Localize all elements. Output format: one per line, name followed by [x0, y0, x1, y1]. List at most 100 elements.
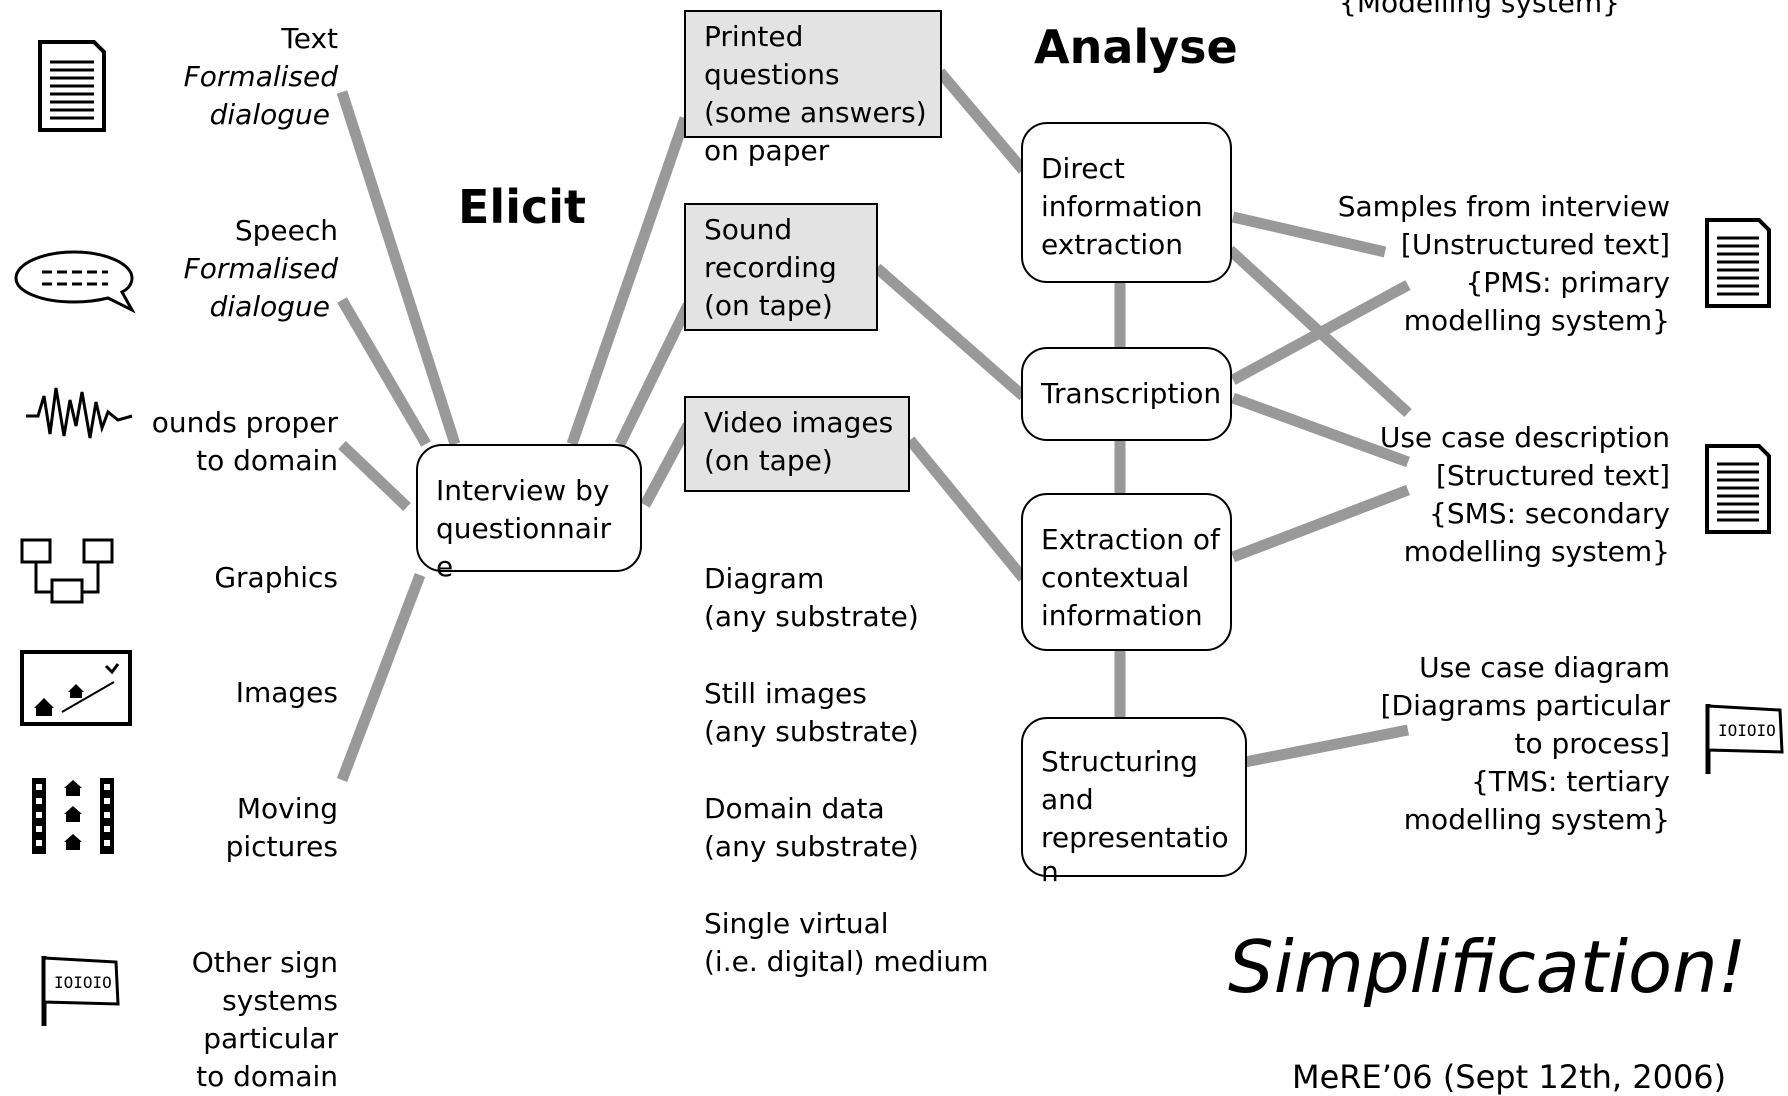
media-virtual-line-2: (i.e. digital) medium — [704, 945, 989, 978]
interview-node: Interview by questionnair e — [416, 444, 642, 583]
source-other-line-2: systems — [222, 984, 338, 1017]
process-contextual-line-1: Extraction of — [1041, 523, 1220, 556]
output-samples-line-2: [Unstructured text] — [1400, 228, 1670, 261]
media-domain-line-1: Domain data — [704, 792, 885, 825]
connector-transcription-usecase — [1231, 392, 1410, 468]
output-usecase-diag-line-2: [Diagrams particular — [1380, 689, 1670, 722]
process-contextual-line-3: information — [1041, 599, 1203, 632]
document-icon — [1705, 218, 1771, 308]
output-usecase-description: Use case description [Structured text] {… — [1380, 419, 1670, 571]
source-text: Text Formalised dialogue — [184, 20, 338, 134]
process-direct-line-3: extraction — [1041, 228, 1183, 261]
interview-line-2: questionnair — [436, 512, 612, 545]
process-structuring-line-4: n — [1041, 855, 1059, 888]
output-usecase-diag-line-1: Use case diagram — [1419, 651, 1670, 684]
slogan-simplification: Simplification! — [1228, 925, 1747, 1009]
output-modelling-system-cut: {Modelling system} — [1339, 0, 1620, 19]
output-samples-line-3: {PMS: primary — [1465, 266, 1670, 299]
media-video-images: Video images (on tape) — [684, 396, 910, 492]
media-printed-line-2: (some answers) — [704, 96, 927, 129]
media-sound-line-3: (on tape) — [704, 289, 833, 322]
media-virtual-line-1: Single virtual — [704, 907, 889, 940]
connector-contextual-usecase — [1231, 484, 1410, 563]
media-sound-line-1: Sound — [704, 213, 793, 246]
source-sounds: ounds proper to domain — [152, 404, 338, 480]
connector-interview-printed — [566, 116, 691, 446]
process-direct-line-1: Direct — [1041, 152, 1125, 185]
output-usecase-diag-line-4: {TMS: tertiary — [1471, 765, 1670, 798]
process-direct-extraction: Direct information extraction — [1021, 122, 1232, 283]
media-diagram-line-1: Diagram — [704, 562, 825, 595]
graphics-diagram-icon — [20, 538, 114, 604]
process-structuring: Structuring and representatio n — [1021, 717, 1247, 887]
source-other: Other sign systems particular to domain — [192, 944, 338, 1096]
connector-printed-direct — [935, 68, 1028, 174]
connector-moving-interview — [336, 573, 426, 782]
source-speech-label: Speech — [234, 214, 338, 247]
connector-structuring-diagram — [1243, 724, 1410, 768]
media-sound-line-2: recording — [704, 251, 837, 284]
source-speech: Speech Formalised dialogue — [184, 212, 338, 326]
output-usecase-desc-line-4: modelling system} — [1403, 535, 1670, 568]
output-samples: Samples from interview [Unstructured tex… — [1338, 188, 1670, 340]
flag-sign-icon: IOIOIO — [1705, 704, 1784, 774]
source-text-note-2: dialogue — [209, 98, 330, 131]
media-printed-line-3: on paper — [704, 134, 830, 167]
media-still-images: Still images (any substrate) — [704, 675, 919, 751]
process-contextual-extraction: Extraction of contextual information — [1021, 493, 1232, 651]
connector-direct-samples — [1231, 211, 1387, 258]
heading-elicit: Elicit — [458, 180, 586, 234]
output-samples-line-1: Samples from interview — [1337, 190, 1670, 223]
heading-analyse: Analyse — [1034, 20, 1238, 74]
connector-text-interview — [336, 90, 461, 446]
media-diagram-line-2: (any substrate) — [704, 600, 919, 633]
media-still-line-1: Still images — [704, 677, 867, 710]
process-transcription: Transcription — [1021, 347, 1232, 441]
source-text-note-1: Formalised — [183, 60, 338, 93]
output-usecase-diag-line-3: to process] — [1514, 727, 1670, 760]
media-printed-questions: Printed questions (some answers) on pape… — [684, 10, 942, 167]
media-still-line-2: (any substrate) — [704, 715, 919, 748]
document-icon — [38, 40, 106, 132]
source-other-line-4: to domain — [196, 1060, 338, 1093]
picture-icon — [20, 650, 132, 726]
output-usecase-desc-line-2: [Structured text] — [1435, 459, 1670, 492]
source-moving-line-2: pictures — [225, 830, 338, 863]
process-transcription-label: Transcription — [1041, 377, 1222, 410]
media-single-virtual: Single virtual (i.e. digital) medium — [704, 905, 989, 981]
output-usecase-desc-line-3: {SMS: secondary — [1429, 497, 1670, 530]
process-direct-line-2: information — [1041, 190, 1203, 223]
connector-speech-interview — [337, 297, 431, 447]
media-domain-line-2: (any substrate) — [704, 830, 919, 863]
source-other-line-3: particular — [203, 1022, 338, 1055]
connector-sound-transcription — [873, 263, 1027, 401]
svg-text:IOIOIO: IOIOIO — [1718, 721, 1776, 740]
interview-line-3: e — [436, 550, 454, 583]
film-strip-icon — [32, 778, 114, 854]
process-structuring-line-3: representatio — [1041, 821, 1229, 854]
connector-sounds-interview — [338, 441, 411, 511]
media-video-line-1: Video images — [704, 406, 894, 439]
connector-video-contextual — [905, 436, 1028, 582]
footer-conference: MeRE’06 (Sept 12th, 2006) — [1292, 1058, 1727, 1096]
document-icon — [1705, 444, 1771, 534]
media-printed-line-1: Printed questions — [704, 20, 840, 91]
process-structuring-line-2: and — [1041, 783, 1094, 816]
process-contextual-line-2: contextual — [1041, 561, 1190, 594]
flag-sign-icon: IOIOIO — [41, 956, 120, 1026]
source-sounds-line-1: ounds proper — [151, 406, 338, 439]
output-usecase-diagram: Use case diagram [Diagrams particular to… — [1381, 649, 1670, 839]
source-text-label: Text — [281, 22, 338, 55]
source-graphics: Graphics — [214, 561, 338, 594]
source-speech-note-1: Formalised — [183, 252, 338, 285]
interview-line-1: Interview by — [436, 474, 610, 507]
output-usecase-desc-line-1: Use case description — [1379, 421, 1670, 454]
output-usecase-diag-line-5: modelling system} — [1403, 803, 1670, 836]
svg-text:IOIOIO: IOIOIO — [54, 973, 112, 992]
speech-bubble-icon — [14, 250, 136, 314]
source-moving: Moving pictures — [226, 790, 338, 866]
connector-interview-video — [640, 422, 693, 508]
media-domain-data: Domain data (any substrate) — [704, 790, 919, 866]
media-video-line-2: (on tape) — [704, 444, 833, 477]
media-diagram: Diagram (any substrate) — [704, 560, 919, 636]
